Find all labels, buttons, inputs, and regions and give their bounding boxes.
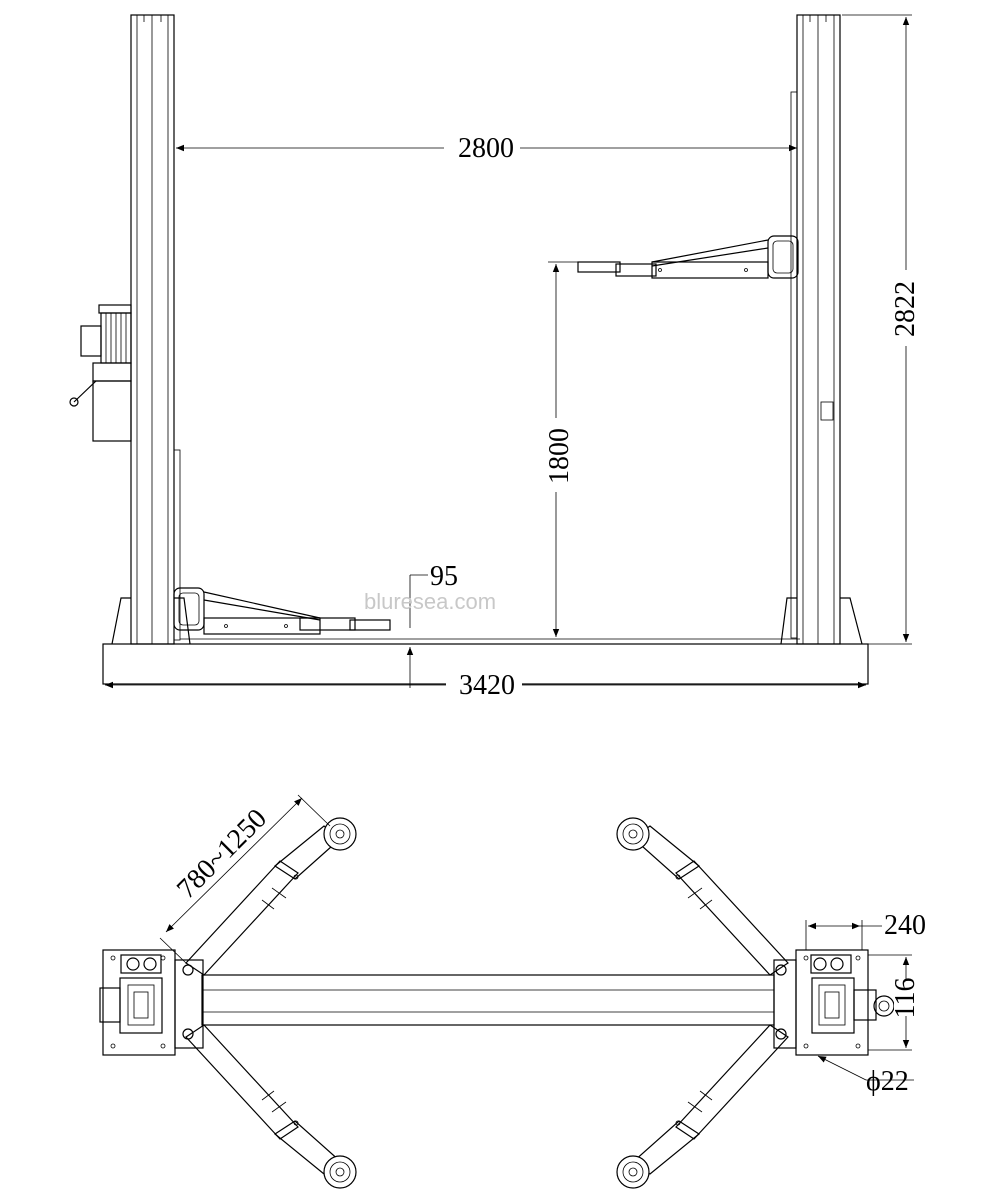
cross-beam <box>201 974 775 1026</box>
lift-pad-left-top <box>323 817 357 851</box>
power-unit <box>69 304 132 442</box>
label-lift-height: 1800 <box>544 428 575 484</box>
dim-anchor-diameter: ϕ22 <box>817 1055 914 1097</box>
dim-base-depth: 240 <box>805 910 926 950</box>
dim-arm-reach: 780~1250 <box>159 794 331 964</box>
arm-right-bottom <box>632 1024 789 1175</box>
front-elevation: 2800 2822 1800 95 3420 <box>69 14 921 701</box>
plan-view: 780~1250 240 116 ϕ22 <box>99 794 926 1189</box>
right-column <box>780 14 863 645</box>
right-base-plate <box>773 949 895 1056</box>
dim-inner-width: 2800 <box>176 132 797 164</box>
label-min-pad-height: 95 <box>430 561 458 592</box>
label-arm-reach: 780~1250 <box>171 803 273 905</box>
upper-arm <box>577 235 799 279</box>
arm-left-bottom <box>185 1024 342 1175</box>
dim-overall-height: 2822 <box>842 14 921 645</box>
left-column <box>111 14 191 645</box>
watermark: bluresea.com <box>364 589 496 614</box>
left-base-plate <box>99 949 204 1056</box>
dim-base-offset: 116 <box>868 954 921 1051</box>
label-base-depth: 240 <box>884 910 926 941</box>
label-inner-width: 2800 <box>458 133 514 164</box>
dim-overall-width: 3420 <box>105 669 866 701</box>
lower-arm <box>173 587 391 635</box>
lift-pad-right-bottom <box>616 1155 650 1189</box>
label-anchor-diameter: ϕ22 <box>866 1066 909 1097</box>
label-overall-height: 2822 <box>890 281 921 337</box>
dim-lift-height: 1800 <box>544 261 578 637</box>
lift-pad-left-bottom <box>323 1155 357 1189</box>
dim-min-pad-height: 95 <box>406 561 458 688</box>
label-base-offset: 116 <box>890 978 921 1019</box>
arm-right-top <box>632 825 789 976</box>
label-overall-width: 3420 <box>459 670 515 701</box>
lift-pad-right-top <box>616 817 650 851</box>
